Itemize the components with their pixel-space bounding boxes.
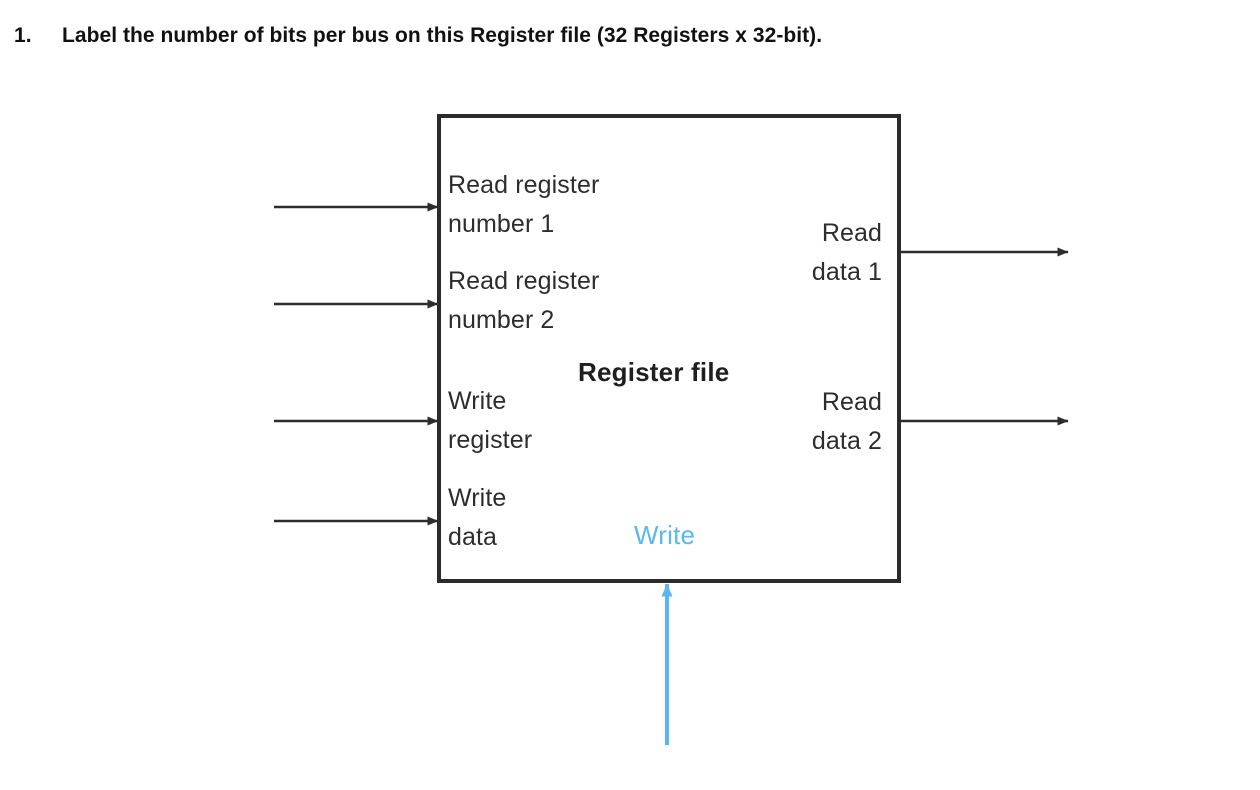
question-number: 1. [14,24,32,47]
question-text: Label the number of bits per bus on this… [62,24,823,47]
port-label-read-data-2: Read data 2 [811,388,882,455]
port-label-read-data-1: Read data 1 [811,219,882,286]
write-control-label: Write [634,520,696,550]
register-file-title: Register file [578,357,730,387]
register-file-box [437,114,901,583]
port-label-write-data: Write data [448,484,507,551]
question-block: 1. Label the number of bits per bus on t… [14,22,1214,50]
port-label-write-register: Write register [448,387,533,454]
port-label-read-register-number-1: Read register number 1 [448,171,600,238]
port-label-read-register-number-2: Read register number 2 [448,267,600,334]
